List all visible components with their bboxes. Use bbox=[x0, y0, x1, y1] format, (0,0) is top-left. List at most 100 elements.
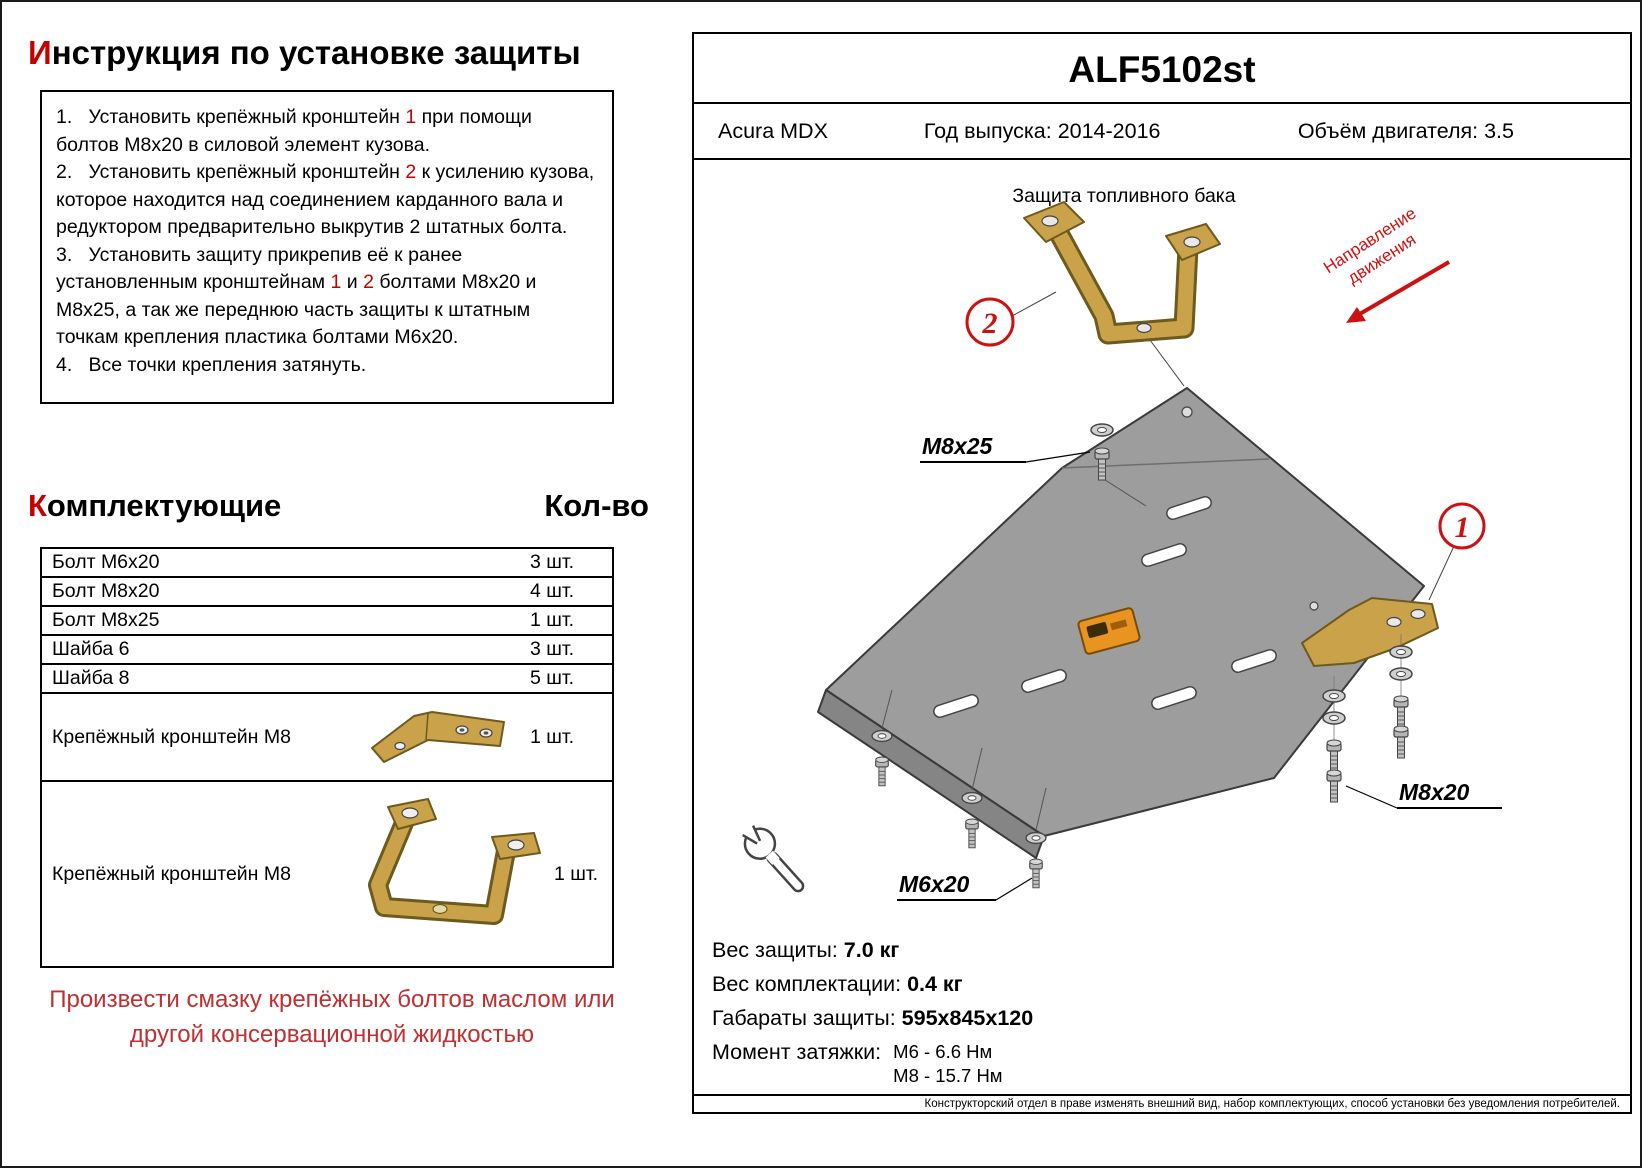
title-first-letter: И bbox=[28, 34, 52, 71]
callout-1: 1 bbox=[1428, 502, 1486, 601]
diagram-title: Защита топливного бака bbox=[1012, 185, 1235, 207]
label-m8x20: М8х20 bbox=[1345, 779, 1502, 809]
plate-slot bbox=[1231, 648, 1277, 674]
instruction-item-4: 4. Все точки крепления затянуть. bbox=[56, 353, 367, 376]
bolt-icon bbox=[1326, 769, 1342, 803]
svg-text:М8х20: М8х20 bbox=[1399, 779, 1470, 805]
highlight-2: 2 bbox=[405, 161, 417, 183]
plate-hole bbox=[1181, 406, 1193, 418]
bracket-2-drawing bbox=[1023, 201, 1221, 387]
bolt-icon bbox=[965, 818, 979, 849]
disclaimer: Конструкторский отдел в праве изменять в… bbox=[924, 1098, 1620, 1110]
specs-block: Вес защиты: 7.0 кг Вес комплектации: 0.4… bbox=[712, 938, 1033, 1096]
torque-m8: М8 - 15.7 Нм bbox=[893, 1065, 1003, 1086]
instructions-box: 1. Установить крепёжный кронштейн 1 при … bbox=[40, 90, 614, 404]
components-first-letter: К bbox=[28, 488, 47, 523]
callout-2: 2 bbox=[965, 291, 1057, 347]
right-panel: ALF5102st Acura MDX Год выпуска: 2014-20… bbox=[692, 32, 1632, 1114]
row-name: Болт М8х25 bbox=[52, 609, 160, 631]
label-m8x25: М8х25 bbox=[920, 433, 1091, 463]
bolt-icon bbox=[1393, 695, 1409, 729]
year-label: Год выпуска: 2014-2016 bbox=[923, 118, 1161, 143]
washer-icon bbox=[1389, 667, 1413, 681]
plate-slot bbox=[1021, 668, 1067, 694]
table-row: Болт М8х20 4 шт. bbox=[42, 578, 612, 607]
instruction-item-3: 3. Установить защиту прикрепив её к ране… bbox=[56, 243, 542, 349]
bracket-u-icon bbox=[344, 789, 554, 959]
components-title: Комплектующие bbox=[28, 488, 282, 523]
bolt-icon bbox=[1393, 725, 1409, 759]
washer-icon bbox=[961, 791, 983, 805]
spec-torque: Момент затяжки: М6 - 6.6 Нм М8 - 15.7 Нм bbox=[712, 1040, 1003, 1086]
row-name: Болт М8х20 bbox=[52, 580, 160, 602]
svg-text:1: 1 bbox=[1455, 511, 1470, 544]
components-table: Болт М6х20 3 шт. Болт М8х20 4 шт. Болт М… bbox=[40, 547, 614, 968]
grease-note: Произвести смазку крепёжных болтов масло… bbox=[49, 986, 615, 1048]
page-title: Инструкция по установке защиты bbox=[28, 34, 581, 72]
m6x20-hardware bbox=[871, 689, 1047, 889]
washer-icon bbox=[1322, 711, 1346, 725]
row-qty: 5 шт. bbox=[530, 667, 575, 689]
washer-icon bbox=[1025, 831, 1047, 845]
spec-weight: Вес защиты: 7.0 кг bbox=[712, 938, 900, 962]
row-qty: 1 шт. bbox=[530, 609, 575, 631]
svg-text:М6х20: М6х20 bbox=[899, 871, 970, 897]
row-name: Шайба 6 bbox=[52, 638, 130, 660]
highlight-2: 2 bbox=[363, 271, 374, 293]
diagram-svg: Защита топливного бака Направление движе… bbox=[738, 185, 1502, 901]
table-row: Крепёжный кронштейн М8 1 шт. bbox=[42, 782, 612, 966]
highlight-1: 1 bbox=[330, 271, 342, 293]
spec-dimensions: Габараты защиты: 595х845х120 bbox=[712, 1006, 1034, 1030]
vehicle-info-row: Acura MDX Год выпуска: 2014-2016 Объём д… bbox=[694, 104, 1630, 160]
row-qty: 3 шт. bbox=[530, 551, 575, 573]
qty-header: Кол-во bbox=[544, 488, 649, 523]
washer-icon bbox=[1389, 645, 1413, 659]
table-row: Болт М6х20 3 шт. bbox=[42, 549, 612, 578]
installation-diagram: Защита топливного бака Направление движе… bbox=[694, 176, 1630, 936]
table-row: Болт М8х25 1 шт. bbox=[42, 607, 612, 636]
instruction-item-1: 1. Установить крепёжный кронштейн 1 при … bbox=[56, 106, 538, 156]
m8x25-hardware bbox=[1090, 423, 1147, 507]
table-row: Шайба 6 3 шт. bbox=[42, 636, 612, 665]
washer-icon bbox=[871, 729, 893, 743]
engine-label: Объём двигателя: 3.5 bbox=[1297, 118, 1514, 143]
plate-slot bbox=[1151, 685, 1197, 711]
row-name: Крепёжный кронштейн М8 bbox=[52, 725, 291, 748]
label-m6x20: М6х20 bbox=[897, 871, 1033, 901]
row-qty: 1 шт. bbox=[554, 862, 599, 885]
row-qty: 3 шт. bbox=[530, 638, 575, 660]
m8x20-hardware bbox=[1322, 634, 1413, 803]
svg-text:М8х25: М8х25 bbox=[922, 433, 994, 459]
vehicle-name: Acura MDX bbox=[718, 118, 828, 143]
instruction-item-2: 2. Установить крепёжный кронштейн 2 к ус… bbox=[56, 161, 600, 238]
row-qty: 1 шт. bbox=[530, 725, 575, 748]
svg-text:2: 2 bbox=[982, 307, 998, 340]
washer-icon bbox=[1322, 689, 1346, 703]
footer-divider bbox=[694, 1094, 1630, 1096]
row-name: Шайба 8 bbox=[52, 667, 130, 689]
bolt-icon bbox=[1029, 858, 1043, 889]
highlight-1: 1 bbox=[405, 106, 417, 128]
table-row: Крепёжный кронштейн М8 1 шт. bbox=[42, 694, 612, 782]
plate-slots bbox=[933, 495, 1277, 719]
title-rest: нструкция по установке защиты bbox=[51, 34, 581, 71]
bracket-flat-icon bbox=[344, 700, 530, 775]
torque-m6: М6 - 6.6 Нм bbox=[893, 1041, 993, 1062]
bracket-1-drawing bbox=[1301, 597, 1439, 667]
plate-hole bbox=[1309, 601, 1319, 611]
table-row: Шайба 8 5 шт. bbox=[42, 665, 612, 694]
spec-kit-weight: Вес комплектации: 0.4 кг bbox=[712, 972, 963, 996]
logo-patch bbox=[1077, 607, 1141, 655]
plate-slot bbox=[1141, 542, 1187, 568]
row-qty: 4 шт. bbox=[530, 580, 575, 602]
direction-arrow-icon bbox=[1346, 260, 1451, 323]
bolt-icon bbox=[1326, 739, 1342, 773]
bolt-icon bbox=[875, 756, 889, 787]
part-code: ALF5102st bbox=[694, 34, 1630, 104]
wrench-icon bbox=[738, 821, 805, 893]
plate-slot bbox=[1166, 495, 1212, 521]
row-name: Крепёжный кронштейн М8 bbox=[52, 862, 291, 885]
washer-icon bbox=[1090, 423, 1114, 437]
row-name: Болт М6х20 bbox=[52, 551, 160, 573]
